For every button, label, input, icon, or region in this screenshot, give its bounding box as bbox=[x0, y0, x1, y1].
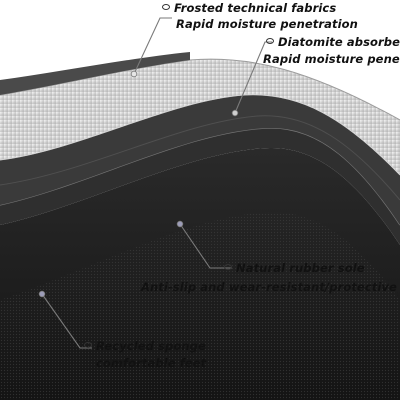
label-sponge-title: Recycled sponge bbox=[84, 339, 206, 353]
diatomite-layer bbox=[0, 94, 400, 225]
rubber-title-text: Natural rubber sole bbox=[236, 261, 365, 275]
label-rubber-title: Natural rubber sole bbox=[224, 261, 365, 275]
label-diatomite-title: Diatomite absorbent layer bbox=[266, 35, 400, 49]
background-strip bbox=[0, 52, 190, 95]
diatomite-title-text: Diatomite absorbent layer bbox=[278, 35, 400, 49]
label-sponge-subtitle: comfortable feet bbox=[96, 356, 207, 370]
sponge-texture bbox=[0, 211, 400, 400]
label-rubber-subtitle: Anti-slip and wear-resistant/protective … bbox=[141, 280, 400, 294]
label-frosted-title: Frosted technical fabrics bbox=[162, 1, 337, 15]
anchor-dots bbox=[38, 70, 239, 298]
anchor-sponge bbox=[38, 290, 46, 298]
leader-sponge bbox=[41, 293, 92, 349]
frosted-title-text: Frosted technical fabrics bbox=[174, 1, 337, 15]
bullet-icon bbox=[162, 3, 170, 10]
fabric-bottom-edge bbox=[0, 94, 400, 176]
sponge-title-text: Recycled sponge bbox=[96, 339, 206, 353]
anchor-frosted bbox=[130, 70, 138, 78]
rubber-layer bbox=[0, 127, 400, 245]
anchor-diatomite bbox=[231, 109, 239, 117]
bullet-icon bbox=[224, 263, 232, 270]
fabric-layer bbox=[0, 59, 400, 175]
leader-frosted bbox=[133, 17, 172, 75]
anchor-rubber bbox=[176, 220, 184, 228]
bullet-icon bbox=[84, 341, 92, 348]
diatomite-inner-edge bbox=[0, 115, 400, 201]
label-diatomite-subtitle: Rapid moisture penetration bbox=[263, 52, 400, 66]
label-frosted-subtitle: Rapid moisture penetration bbox=[176, 17, 358, 31]
bullet-icon bbox=[266, 37, 274, 44]
